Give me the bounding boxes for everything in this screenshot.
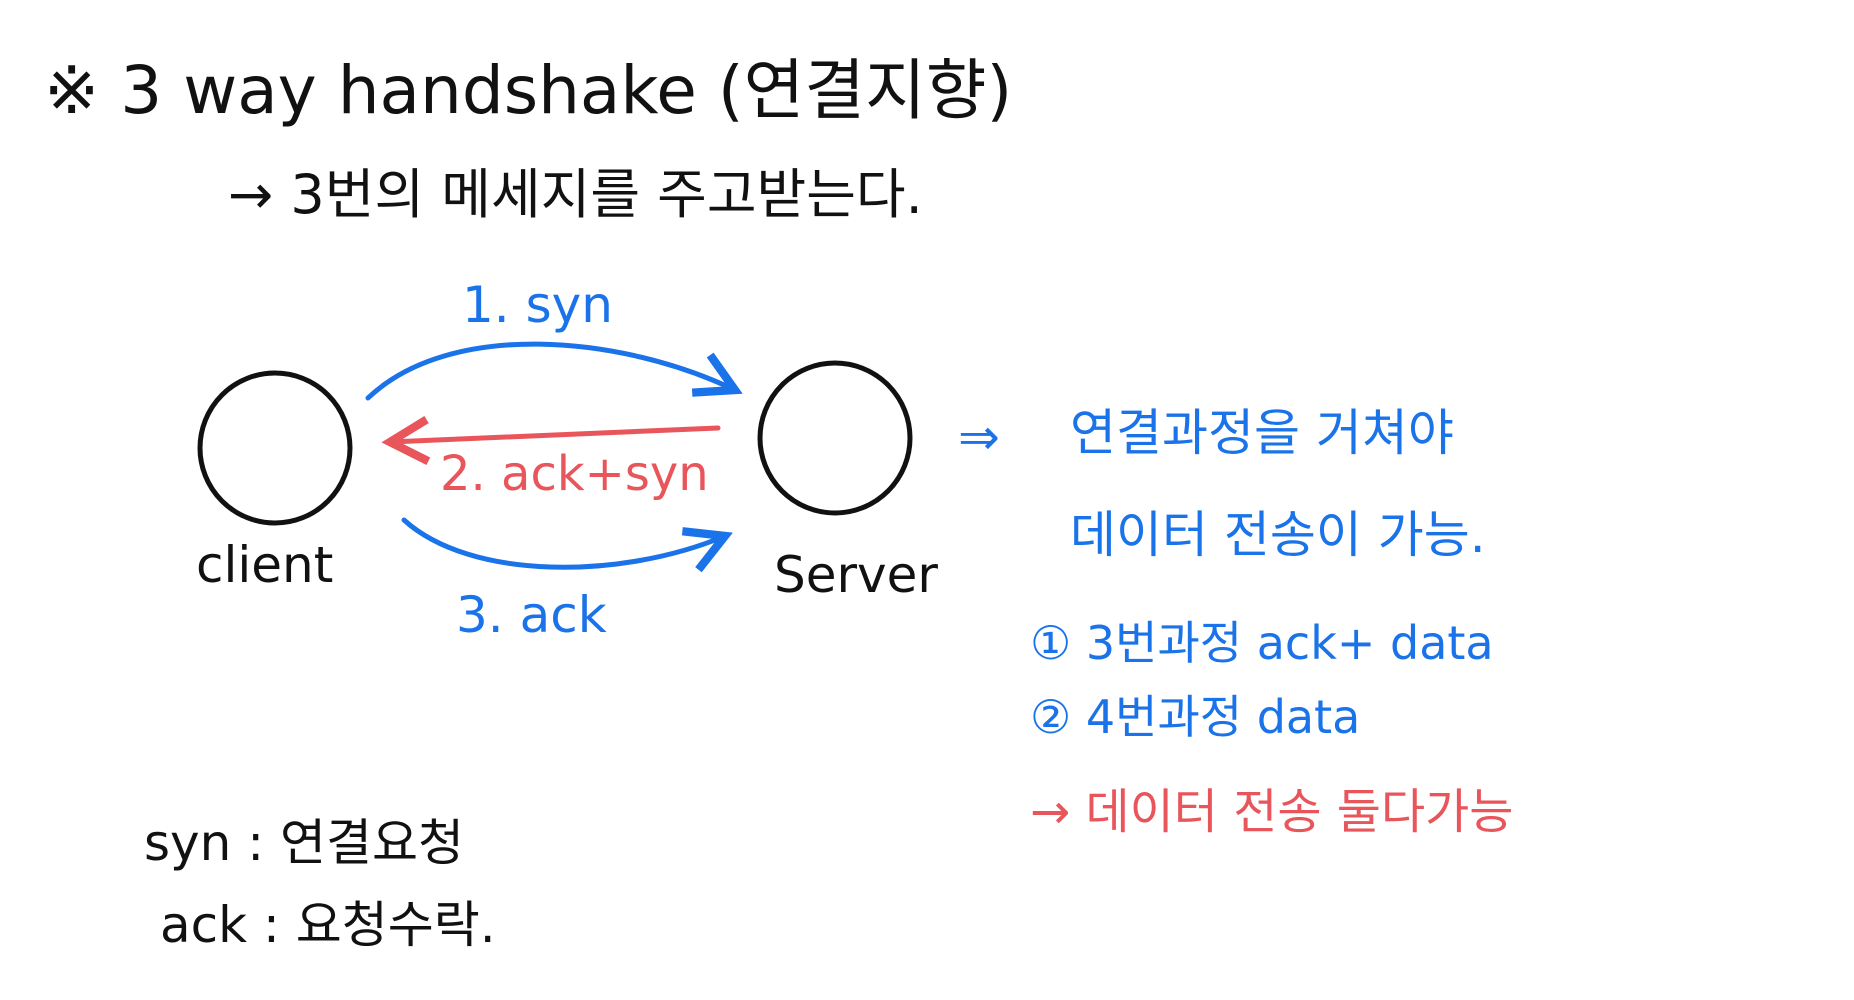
client-label: client — [196, 536, 334, 594]
ack-syn-arrow — [390, 428, 721, 442]
client-node — [197, 370, 353, 526]
case-1: ① 3번과정 ack+ data — [1030, 616, 1494, 670]
server-node — [757, 360, 913, 516]
syn-arrow — [365, 341, 735, 401]
case-2: ② 4번과정 data — [1030, 690, 1361, 744]
syn-message-label: 1. syn — [462, 276, 613, 334]
page-title: ※ 3 way handshake (연결지향) — [44, 52, 1013, 129]
double-arrow-icon: ⇒ — [958, 408, 1000, 466]
ack-message-label: 3. ack — [456, 586, 607, 644]
ack-arrow — [401, 517, 725, 567]
subtitle: → 3번의 메세지를 주고받는다. — [228, 163, 923, 226]
conclusion: → 데이터 전송 둘다가능 — [1030, 784, 1514, 840]
server-label: Server — [774, 546, 938, 604]
result-line-1: 연결과정을 거쳐야 — [1070, 404, 1454, 462]
ack-syn-message-label: 2. ack+syn — [440, 446, 709, 502]
legend-ack: ack : 요청수락. — [160, 896, 496, 954]
legend-syn: syn : 연결요청 — [144, 814, 464, 872]
result-line-2: 데이터 전송이 가능. — [1070, 506, 1486, 564]
